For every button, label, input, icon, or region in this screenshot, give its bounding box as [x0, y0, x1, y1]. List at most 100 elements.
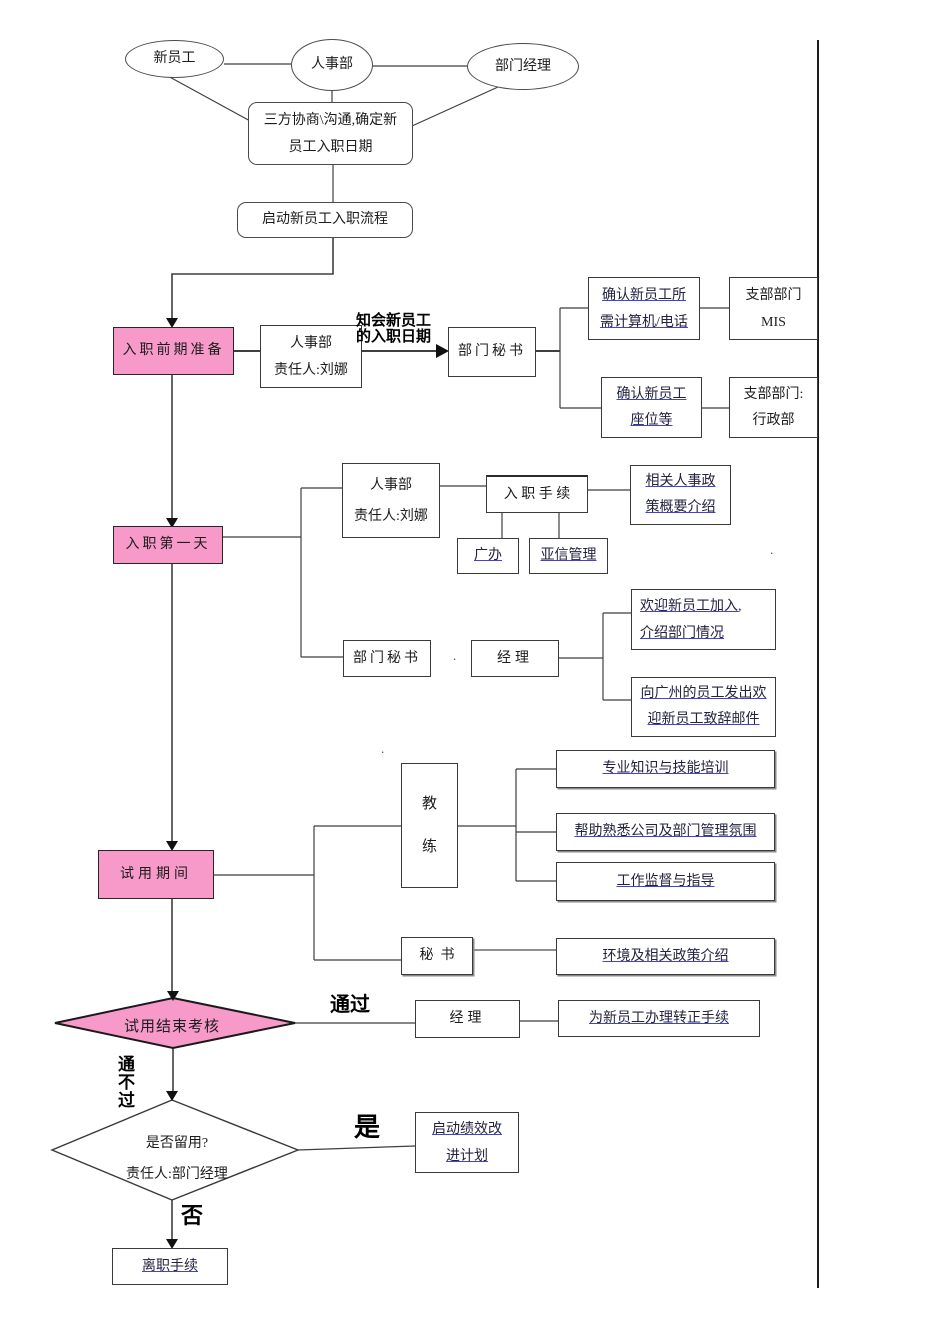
- stage-box-first-day: 入职第一天: [113, 526, 223, 564]
- text-line: 专业知识与技能培训: [602, 761, 729, 776]
- decision-diamond-retention: [50, 1099, 300, 1201]
- text-line: 否: [181, 1203, 204, 1228]
- text-line: 经理: [449, 1011, 486, 1026]
- actor-label: 部门经理: [495, 58, 551, 74]
- text-line: 确认新员工: [616, 386, 687, 402]
- actor-ellipse-new-employee: 新员工: [125, 40, 224, 78]
- text-line: 部门秘书: [353, 650, 421, 666]
- stage-label: 试用期间: [120, 866, 192, 882]
- link-box-guangzhou-office[interactable]: 广办: [457, 538, 519, 574]
- link-box-performance-improvement-plan[interactable]: 启动绩效改 进计划: [415, 1112, 519, 1173]
- text-line: 相关人事政: [645, 474, 716, 489]
- text-line: 介绍部门情况: [640, 625, 724, 641]
- link-box-welcome-email-guangzhou[interactable]: 向广州的员工发出欢 迎新员工致辞邮件: [631, 677, 776, 737]
- box-support-dept-admin: 支部部门: 行政部: [729, 377, 818, 438]
- text-line: 秘 书: [419, 948, 455, 963]
- box-onboarding-procedure: 入 职 手 续: [486, 475, 588, 513]
- stray-dot: .: [381, 741, 385, 756]
- text-line: 支部部门: [745, 287, 802, 303]
- text-line: 启动绩效改: [432, 1121, 502, 1137]
- text-line: 通: [118, 1055, 135, 1074]
- box-dept-secretary-1: 部门秘书: [448, 327, 536, 377]
- stage-box-preparation: 入职前期准备: [113, 327, 234, 375]
- link-box-environment-policy-intro[interactable]: 环境及相关政策介绍: [556, 938, 775, 975]
- text-line: MIS: [761, 314, 786, 330]
- link-box-confirm-regularization[interactable]: 为新员工办理转正手续: [558, 1000, 760, 1037]
- text-line: 部门秘书: [458, 344, 526, 359]
- text-line: 确认新员工所: [602, 287, 686, 303]
- text-line: 通过: [330, 994, 370, 1016]
- text-line: 人事部: [290, 335, 332, 351]
- text-line: 座位等: [630, 412, 673, 428]
- link-box-work-supervision[interactable]: 工作监督与指导: [556, 862, 775, 901]
- link-box-skill-training[interactable]: 专业知识与技能培训: [556, 750, 775, 788]
- decision-diamond-trial-review: [54, 996, 296, 1050]
- edge-label-no: 否: [181, 1204, 203, 1227]
- text-line: 过: [118, 1091, 135, 1110]
- link-box-offboarding-procedure[interactable]: 离职手续: [112, 1248, 228, 1285]
- text-line: 帮助熟悉公司及部门管理氛围: [574, 824, 757, 839]
- decision-label-trial-review: 试用结束考核: [57, 1015, 287, 1036]
- box-hr-owner-liuna-1: 人事部 责任人:刘娜: [260, 325, 362, 388]
- box-manager-2: 经理: [415, 1000, 520, 1038]
- decision-label-retention: 是否留用? 责任人:部门经理: [62, 1128, 292, 1190]
- link-box-hr-policy-intro[interactable]: 相关人事政 策概要介绍: [630, 465, 731, 525]
- text-line: 是否留用?: [145, 1136, 209, 1151]
- text-line: 需计算机/电话: [600, 314, 688, 330]
- link-box-company-culture[interactable]: 帮助熟悉公司及部门管理氛围: [556, 813, 775, 851]
- text-line: 策概要介绍: [645, 500, 716, 515]
- link-box-asiainfo-management[interactable]: 亚信管理: [529, 538, 608, 574]
- text-line: 进计划: [446, 1148, 488, 1164]
- text-line: 责任人:刘娜: [354, 508, 428, 524]
- actor-label: 新员工: [153, 51, 196, 66]
- text-line: 工作监督与指导: [616, 873, 715, 889]
- text-line: 亚信管理: [540, 548, 597, 563]
- text-line: 经理: [497, 650, 533, 666]
- box-coach: 教 练: [401, 763, 458, 888]
- text-line: 环境及相关政策介绍: [602, 948, 729, 964]
- edge-label-yes: 是: [354, 1112, 381, 1142]
- text-line: 为新员工办理转正手续: [589, 1010, 729, 1026]
- text-line: 向广州的员工发出欢: [640, 686, 767, 701]
- text-line: 不: [118, 1073, 135, 1092]
- box-hr-owner-liuna-2: 人事部 责任人:刘娜: [342, 463, 440, 538]
- stray-dot: .: [453, 648, 457, 663]
- link-box-welcome-intro-dept[interactable]: 欢迎新员工加入, 介绍部门情况: [631, 589, 776, 650]
- actor-label: 人事部: [311, 57, 353, 72]
- actor-ellipse-dept-manager: 部门经理: [467, 43, 579, 90]
- text-line: 员工入职日期: [288, 139, 373, 155]
- text-line: 欢迎新员工加入,: [640, 598, 742, 614]
- text-line: 三方协商\沟通,确定新: [263, 112, 398, 128]
- text-line: 责任人:部门经理: [126, 1167, 228, 1182]
- arrowheads: [166, 318, 449, 1249]
- text-line: 广办: [474, 548, 502, 563]
- text-line: 入 职 手 续: [503, 486, 571, 502]
- text-line: 人事部: [370, 477, 412, 493]
- text-line: 迎新员工致辞邮件: [647, 712, 760, 727]
- text-line: 行政部: [752, 412, 795, 428]
- stray-dot: .: [770, 542, 774, 557]
- text-line: 知会新员工: [356, 312, 432, 329]
- actor-ellipse-hr: 人事部: [291, 39, 373, 91]
- box-secretary: 秘 书: [401, 937, 473, 975]
- stage-label: 入职前期准备: [122, 343, 225, 358]
- process-box-negotiate-start-date: 三方协商\沟通,确定新 员工入职日期: [248, 102, 413, 165]
- text-line: 试用结束考核: [123, 1019, 220, 1035]
- edge-label-fail: 通 不 过: [118, 1056, 135, 1110]
- text-line: 是: [354, 1112, 381, 1142]
- process-box-start-onboarding-flow: 启动新员工入职流程: [237, 202, 413, 238]
- edge-label-notify-start-date: 知会新员工 的入职日期: [356, 313, 431, 345]
- stage-label: 入职第一天: [125, 537, 211, 552]
- text-line: 启动新员工入职流程: [262, 212, 388, 227]
- edge-label-pass: 通过: [330, 995, 370, 1016]
- text-line: 教: [421, 795, 437, 812]
- text-line: 责任人:刘娜: [274, 362, 348, 378]
- text-line: 离职手续: [142, 1258, 198, 1274]
- link-box-confirm-computer-phone[interactable]: 确认新员工所 需计算机/电话: [588, 277, 700, 340]
- link-box-confirm-seat[interactable]: 确认新员工 座位等: [601, 377, 702, 438]
- text-line: 的入职日期: [356, 328, 432, 345]
- box-dept-secretary-2: 部门秘书: [343, 640, 431, 677]
- box-support-dept-mis: 支部部门 MIS: [729, 277, 818, 340]
